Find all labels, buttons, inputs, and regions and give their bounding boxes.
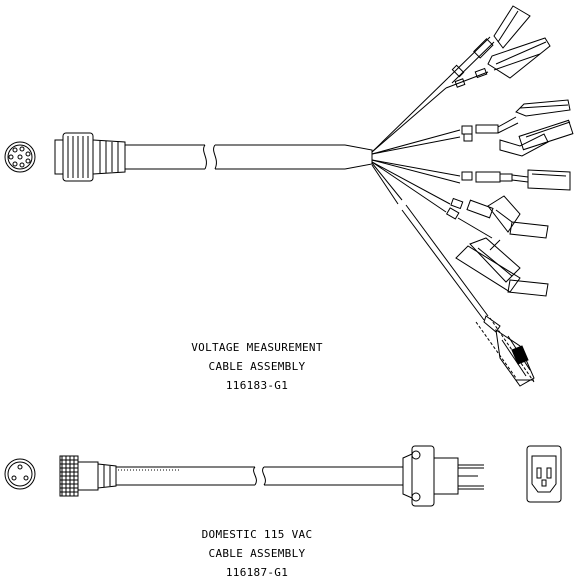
voltage-connector-end-view — [4, 141, 36, 173]
power-assembly-caption: DOMESTIC 115 VAC CABLE ASSEMBLY 116187-G… — [157, 525, 357, 582]
power-assembly-subtitle: CABLE ASSEMBLY — [208, 547, 306, 560]
probe-lead-5 — [461, 169, 571, 191]
power-connector-nut — [59, 455, 117, 497]
probe-lead-2 — [445, 67, 489, 89]
voltage-assembly-part-number: 116183-G1 — [225, 379, 289, 392]
voltage-cable-jacket — [125, 144, 373, 170]
ground-clip-lead — [475, 315, 535, 387]
probe-lead-1 — [447, 5, 551, 84]
voltage-assembly-subtitle: CABLE ASSEMBLY — [208, 360, 306, 373]
power-male-plug — [402, 445, 484, 507]
power-cable-jacket — [116, 466, 403, 486]
voltage-breakout-wires — [371, 77, 489, 321]
probe-lead-7 — [445, 207, 549, 297]
power-assembly-title: DOMESTIC 115 VAC — [201, 528, 313, 541]
voltage-assembly-title: VOLTAGE MEASUREMENT — [191, 341, 323, 354]
probe-lead-3 — [461, 99, 571, 135]
iec-receptacle — [526, 445, 562, 503]
power-assembly-part-number: 116187-G1 — [225, 566, 289, 579]
voltage-assembly-caption: VOLTAGE MEASUREMENT CABLE ASSEMBLY 11618… — [157, 338, 357, 395]
probe-lead-4 — [463, 119, 574, 157]
power-connector-end-view — [4, 458, 36, 490]
voltage-connector-body — [54, 132, 126, 182]
probe-lead-6 — [450, 195, 549, 239]
